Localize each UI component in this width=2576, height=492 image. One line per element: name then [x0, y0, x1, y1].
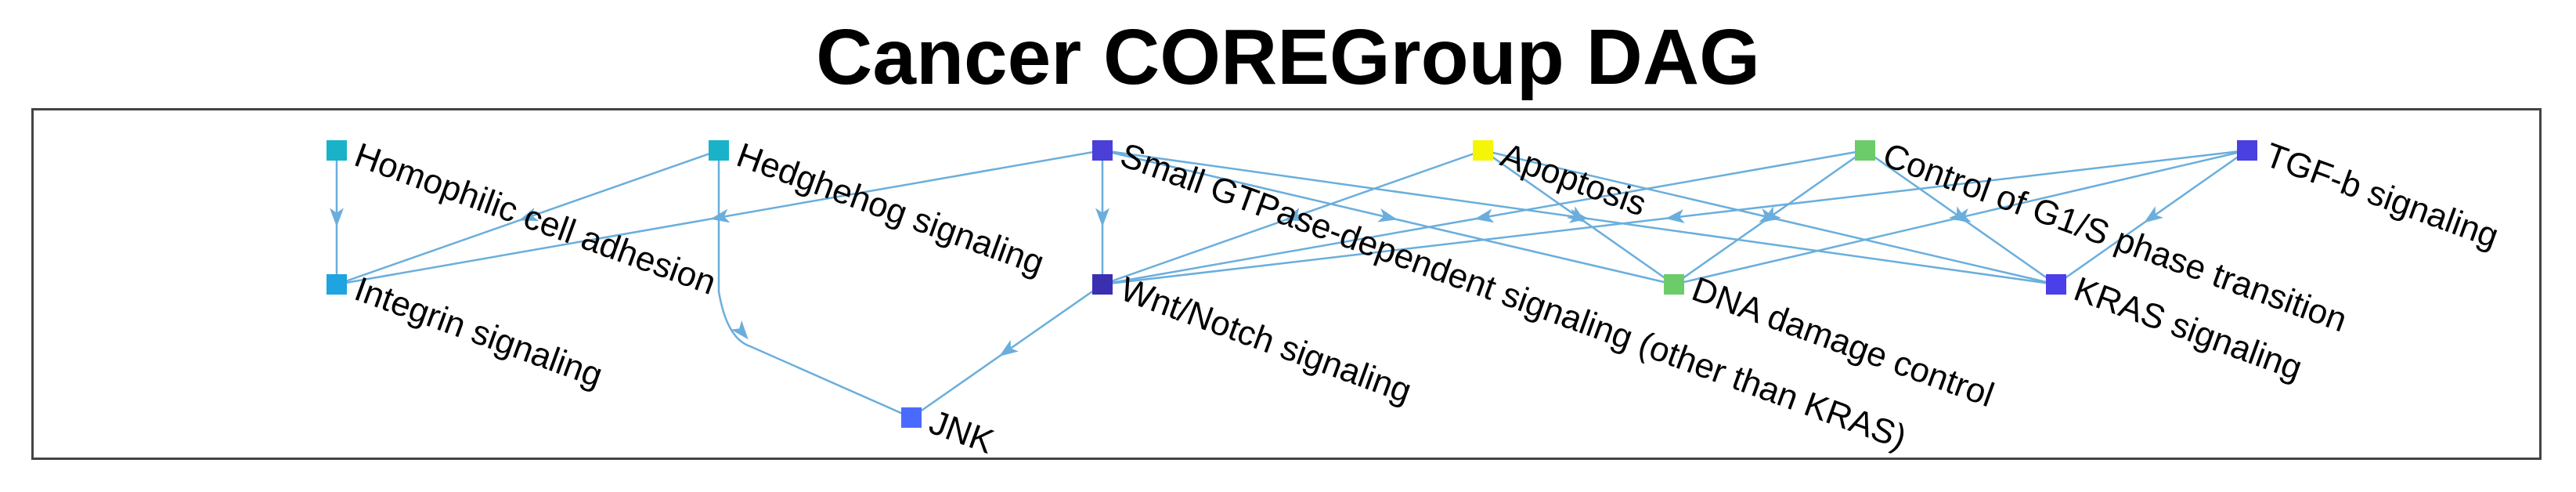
- edge-hedgehog-to-jnk: [717, 150, 912, 419]
- node-jnk[interactable]: JNK: [901, 403, 998, 461]
- arrowhead-wnt-to-jnk: [999, 339, 1019, 356]
- arrowhead-tgfb-to-wnt: [1665, 209, 1685, 224]
- arrowhead-apoptosis-to-dna: [1567, 206, 1586, 223]
- node-label-homophilic: Homophilic cell adhesion: [350, 136, 721, 302]
- node-label-jnk: JNK: [925, 403, 999, 461]
- arrowhead-hedgehog-to-jnk: [731, 320, 749, 340]
- node-label-tgfb: TGF-b signaling: [2260, 136, 2504, 255]
- node-marker-wnt: [1092, 274, 1113, 295]
- node-marker-smallgtp: [1092, 140, 1113, 161]
- edge-layer: [330, 149, 2248, 419]
- node-wnt[interactable]: Wnt/Notch signaling: [1092, 270, 1416, 411]
- node-marker-kras: [2046, 274, 2066, 295]
- arrowhead-smallgtp-to-wnt: [1095, 208, 1109, 227]
- node-smallgtp[interactable]: Small GTPase-dependent signaling (other …: [1092, 136, 1911, 457]
- node-marker-integrin: [327, 274, 347, 295]
- node-label-hedgehog: Hedghehog signaling: [732, 136, 1049, 282]
- arrowhead-g1s-to-wnt: [1474, 208, 1495, 223]
- node-marker-jnk: [901, 407, 922, 428]
- node-integrin[interactable]: Integrin signaling: [327, 270, 608, 395]
- node-marker-dna: [1664, 274, 1684, 295]
- node-apoptosis[interactable]: Apoptosis: [1473, 136, 1651, 223]
- node-marker-hedgehog: [709, 140, 729, 161]
- node-hedgehog[interactable]: Hedghehog signaling: [709, 136, 1049, 283]
- diagram-title: Cancer COREGroup DAG: [816, 13, 1760, 101]
- arrowhead-tgfb-to-dna: [1951, 208, 1972, 222]
- node-marker-g1s: [1855, 140, 1875, 161]
- arrowhead-hedgehog-to-integrin: [518, 208, 539, 222]
- arrowhead-smallgtp-to-dna: [1377, 208, 1398, 222]
- node-marker-homophilic: [327, 140, 347, 161]
- node-label-wnt: Wnt/Notch signaling: [1116, 270, 1416, 411]
- node-tgfb[interactable]: TGF-b signaling: [2237, 136, 2503, 255]
- node-label-integrin: Integrin signaling: [350, 270, 608, 395]
- arrowhead-smallgtp-to-integrin: [710, 208, 731, 223]
- node-marker-apoptosis: [1473, 140, 1493, 161]
- arrowhead-apoptosis-to-wnt: [1283, 208, 1304, 222]
- arrowhead-tgfb-to-kras: [2144, 206, 2163, 223]
- arrowhead-homophilic-to-integrin: [330, 208, 344, 227]
- arrowhead-g1s-to-dna: [1762, 206, 1781, 223]
- diagram-frame: [31, 108, 2542, 460]
- node-marker-tgfb: [2237, 140, 2257, 161]
- node-label-smallgtp: Small GTPase-dependent signaling (other …: [1116, 136, 1912, 457]
